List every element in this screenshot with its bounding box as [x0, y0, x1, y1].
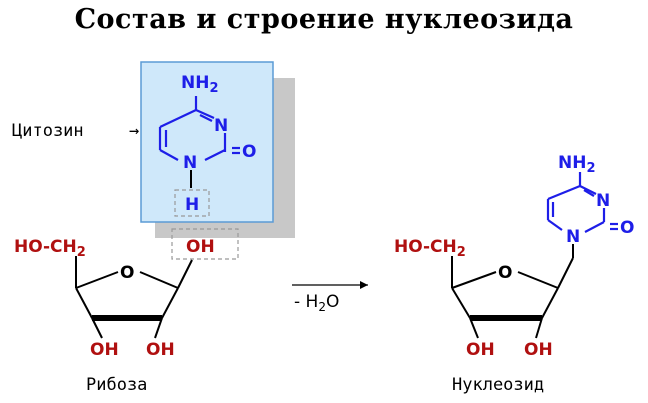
minus-water-label: - H2O — [294, 292, 339, 314]
n3-left: N — [214, 116, 228, 136]
nh2-right: NH2 — [558, 153, 596, 176]
ho-ch2-left: HO-CH2 — [14, 237, 86, 260]
ribose-ring-left — [75, 256, 193, 339]
bond — [159, 149, 179, 161]
reaction-arrowhead — [360, 281, 368, 289]
oh-dashed-box — [171, 228, 239, 260]
oh-c2-left: OH — [146, 340, 175, 360]
n1-right: N — [566, 227, 580, 247]
cytosine-highlight-box — [140, 61, 274, 223]
oh-anomeric-left: OH — [186, 237, 215, 257]
oh-c3-right: OH — [466, 340, 495, 360]
h-atom: H — [185, 195, 199, 215]
bond — [159, 109, 197, 128]
h-dashed-box — [174, 189, 210, 217]
cytosine-label: Цитозин — [12, 121, 84, 141]
nh2-left: NH2 — [181, 73, 219, 96]
o-left: O — [242, 142, 256, 162]
bond — [195, 108, 215, 120]
n3-right: N — [596, 191, 610, 211]
cytosine-left — [158, 96, 240, 161]
bond — [204, 149, 226, 161]
ho-ch2-right: HO-CH2 — [394, 237, 466, 260]
o-right: O — [620, 218, 634, 238]
n1-left: N — [183, 153, 197, 173]
cytosine-label-arrow: → — [129, 121, 139, 141]
bond — [199, 114, 213, 122]
ribose-ring-right — [451, 256, 574, 339]
oh-c3-left: OH — [90, 340, 119, 360]
ring-o-left: O — [120, 263, 134, 283]
page-title: Состав и строение нуклеозида — [74, 4, 574, 35]
ring-o-right: O — [498, 263, 512, 283]
cytosine-right — [546, 172, 618, 233]
ribose-label: Рибоза — [86, 375, 147, 395]
nucleoside-label: Нуклеозид — [452, 375, 544, 395]
oh-c2-right: OH — [524, 340, 553, 360]
